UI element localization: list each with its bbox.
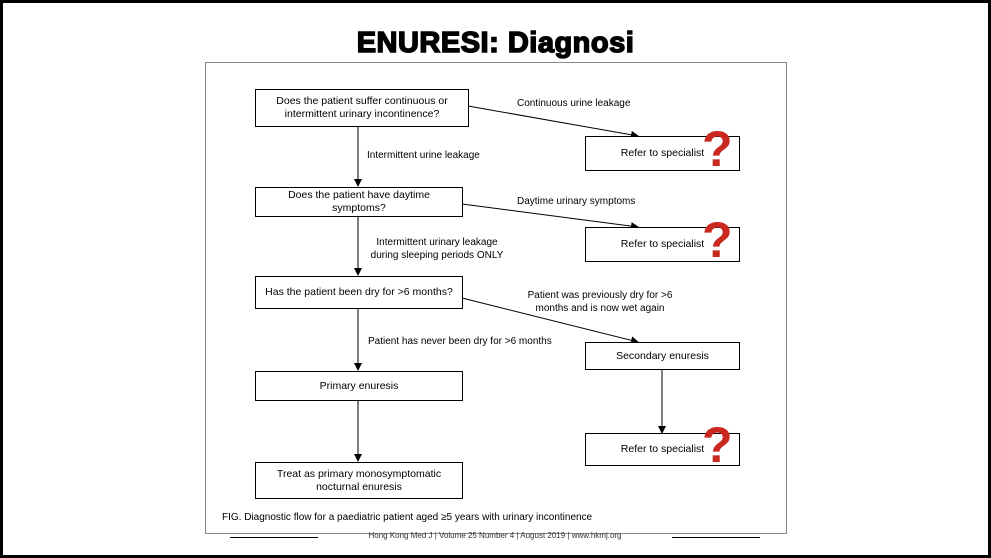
- primary-enuresis-box: Primary enuresis: [255, 371, 463, 401]
- question-mark-icon: ?: [702, 212, 733, 268]
- arrow-q2-refer2: [461, 203, 639, 231]
- question-dry-six-months: Has the patient been dry for >6 months?: [255, 276, 463, 309]
- edge-label-daytime: Daytime urinary symptoms: [517, 196, 636, 207]
- edge-label-previously-dry-line2: months and is now wet again: [535, 303, 665, 314]
- edge-label-continuous: Continuous urine leakage: [517, 98, 631, 109]
- footer-rule-right: [672, 537, 760, 538]
- arrow-q3-secondary: [461, 297, 639, 345]
- edge-label-sleeping-line2: during sleeping periods ONLY: [370, 250, 504, 261]
- treat-primary-box: Treat as primary monosymptomatic nocturn…: [255, 462, 463, 499]
- edge-label-previously-dry: Patient was previously dry for >6 months…: [515, 289, 685, 315]
- footer-text: Hong Kong Med J | Volume 25 Number 4 | A…: [368, 531, 622, 540]
- journal-footer: Hong Kong Med J | Volume 25 Number 4 | A…: [230, 530, 760, 544]
- question-daytime-symptoms: Does the patient have daytime symptoms?: [255, 187, 463, 217]
- secondary-enuresis-box: Secondary enuresis: [585, 342, 740, 370]
- question-mark-icon: ?: [702, 417, 733, 473]
- question-mark-icon: ?: [702, 121, 733, 177]
- refer-to-specialist-3: Refer to specialist: [585, 433, 740, 466]
- question-incontinence-type: Does the patient suffer continuous or in…: [255, 89, 469, 127]
- slide-title: ENURESI: Diagnosi: [356, 26, 635, 60]
- footer-rule-left: [230, 537, 318, 538]
- edge-label-intermittent: Intermittent urine leakage: [367, 150, 480, 161]
- edge-label-previously-dry-line1: Patient was previously dry for >6: [527, 290, 673, 301]
- arrow-q1-refer1: [467, 105, 639, 139]
- figure-caption: FIG. Diagnostic flow for a paediatric pa…: [222, 512, 593, 523]
- refer-to-specialist-1: Refer to specialist: [585, 136, 740, 171]
- refer-to-specialist-2: Refer to specialist: [585, 227, 740, 262]
- edge-label-never-dry: Patient has never been dry for >6 months: [368, 336, 552, 347]
- edge-label-sleeping-line1: Intermittent urinary leakage: [376, 237, 498, 248]
- edge-label-sleeping: Intermittent urinary leakage during slee…: [362, 236, 512, 262]
